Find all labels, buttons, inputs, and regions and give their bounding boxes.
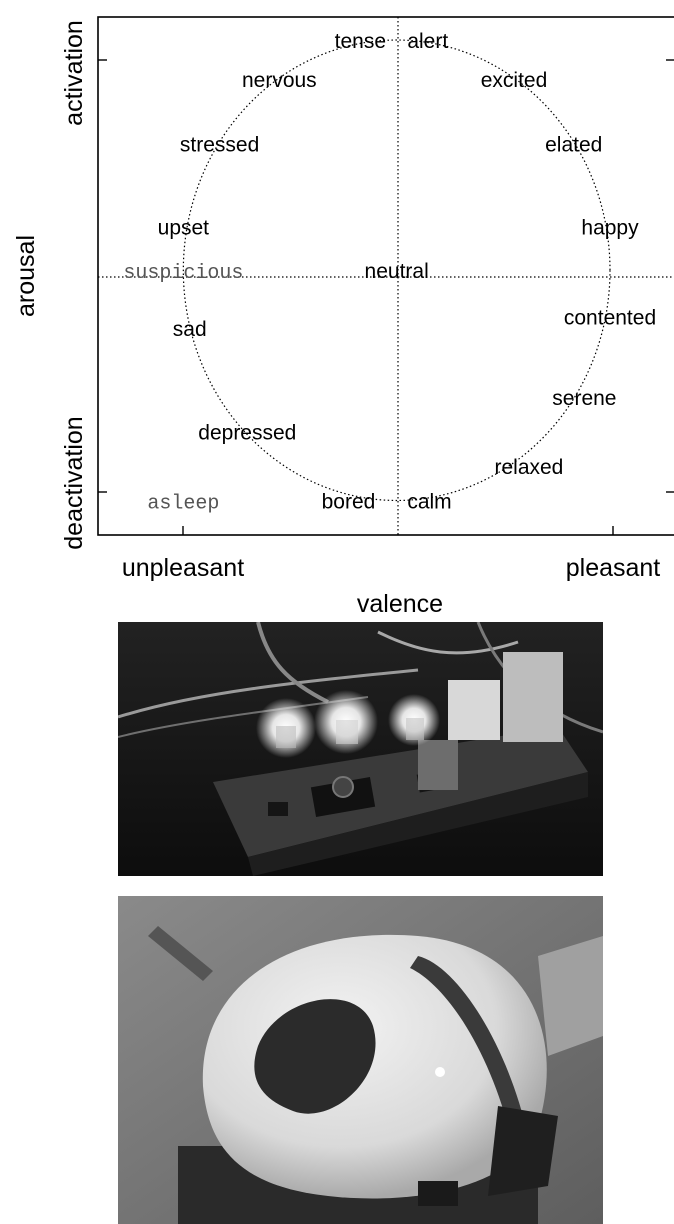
emotion-label-happy: happy: [581, 217, 639, 240]
x-axis-label: valence: [357, 590, 443, 618]
translucent-dome-device-photo: [118, 896, 603, 1224]
emotion-label-contented: contented: [564, 306, 656, 329]
x-tick-label-unpleasant: unpleasant: [122, 554, 244, 582]
x-tick-label-pleasant: pleasant: [566, 554, 661, 582]
emotion-labels: tense alert nervous excited stressed elated up…: [123, 30, 656, 515]
emotion-label-sad: sad: [173, 318, 207, 341]
led-circuit-board-photo: [118, 622, 603, 876]
y-tick-label-activation: activation: [60, 20, 88, 126]
affect-circumplex-chart: unpleasant pleasant valence activation d…: [0, 0, 674, 620]
emotion-label-asleep: asleep: [147, 492, 219, 515]
emotion-label-neutral: neutral: [365, 260, 429, 283]
emotion-label-nervous: nervous: [242, 69, 317, 92]
emotion-label-serene: serene: [552, 387, 616, 410]
emotion-label-stressed: stressed: [180, 134, 259, 157]
emotion-label-bored: bored: [322, 490, 376, 513]
emotion-label-alert: alert: [407, 30, 448, 53]
y-tick-label-deactivation: deactivation: [60, 416, 88, 549]
emotion-label-relaxed: relaxed: [494, 456, 563, 479]
emotion-label-depressed: depressed: [198, 421, 296, 444]
emotion-label-calm: calm: [407, 490, 451, 513]
emotion-label-tense: tense: [335, 30, 386, 53]
emotion-label-elated: elated: [545, 134, 602, 157]
emotion-label-upset: upset: [158, 217, 210, 240]
emotion-label-suspicious: suspicious: [123, 262, 243, 285]
y-axis-label: arousal: [12, 235, 40, 317]
emotion-label-excited: excited: [481, 69, 548, 92]
